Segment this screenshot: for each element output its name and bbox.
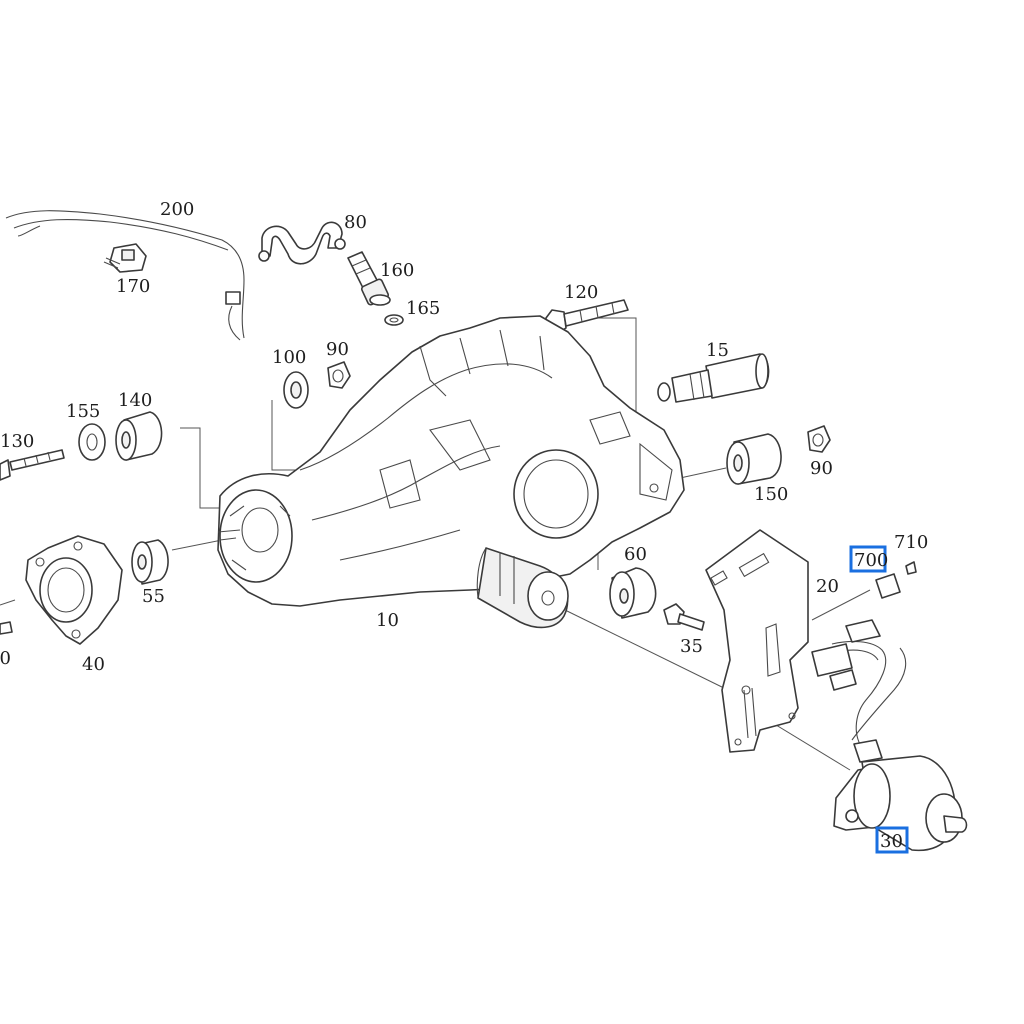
label-80[interactable]: 80: [344, 212, 367, 233]
label-710[interactable]: 710: [894, 532, 928, 553]
part-20-bracket[interactable]: [705, 529, 809, 753]
label-200[interactable]: 200: [160, 199, 194, 220]
label-150[interactable]: 150: [754, 484, 788, 505]
label-15[interactable]: 15: [706, 340, 729, 361]
label-120[interactable]: 120: [564, 282, 598, 303]
label-10[interactable]: 10: [376, 610, 399, 631]
part-130-bolt[interactable]: [0, 449, 65, 481]
part-55-mount[interactable]: [131, 539, 169, 585]
label-40[interactable]: 40: [82, 654, 105, 675]
part-150-mount[interactable]: [726, 433, 782, 485]
part-160-breather-valve[interactable]: [347, 251, 391, 306]
label-165[interactable]: 165: [406, 298, 440, 319]
label-60[interactable]: 60: [624, 544, 647, 565]
part-labels: 200 80 160 165 170 120 100 90 15 155 140…: [0, 199, 928, 852]
part-140-mount[interactable]: [115, 411, 163, 461]
label-700[interactable]: 700: [854, 550, 888, 571]
label-160[interactable]: 160: [380, 260, 414, 281]
part-80-hose[interactable]: [258, 221, 346, 265]
part-155-washer[interactable]: [78, 423, 106, 461]
label-140[interactable]: 140: [118, 390, 152, 411]
part-700-connector[interactable]: [875, 573, 901, 599]
label-35[interactable]: 35: [680, 636, 703, 657]
part-60-mount[interactable]: [609, 567, 657, 619]
part-710-clip[interactable]: [905, 561, 917, 575]
part-90-nut-right[interactable]: [807, 425, 831, 453]
part-100-bushing[interactable]: [283, 371, 309, 409]
label-55[interactable]: 55: [142, 586, 165, 607]
label-155[interactable]: 155: [66, 401, 100, 422]
part-90-nut-upper[interactable]: [327, 361, 351, 389]
part-165-seal-ring[interactable]: [384, 314, 404, 326]
highlight-box-30: [875, 826, 909, 854]
part-15-shaft[interactable]: [657, 353, 770, 403]
part-50-bolt[interactable]: [0, 621, 13, 635]
label-30[interactable]: 30: [880, 831, 903, 852]
part-40-flange[interactable]: [25, 535, 123, 645]
part-170-connector[interactable]: [103, 243, 147, 273]
label-50[interactable]: 50: [0, 648, 11, 669]
label-130[interactable]: 130: [0, 431, 34, 452]
label-90-right[interactable]: 90: [810, 458, 833, 479]
label-90-upper[interactable]: 90: [326, 339, 349, 360]
label-20[interactable]: 20: [816, 576, 839, 597]
label-170[interactable]: 170: [116, 276, 150, 297]
part-30-actuator-motor[interactable]: [811, 619, 968, 852]
highlight-box-700: [849, 545, 887, 573]
part-35-bolt[interactable]: [663, 603, 705, 631]
part-10-differential-housing[interactable]: [217, 315, 685, 629]
label-100[interactable]: 100: [272, 347, 306, 368]
part-200-cable[interactable]: [5, 210, 245, 341]
